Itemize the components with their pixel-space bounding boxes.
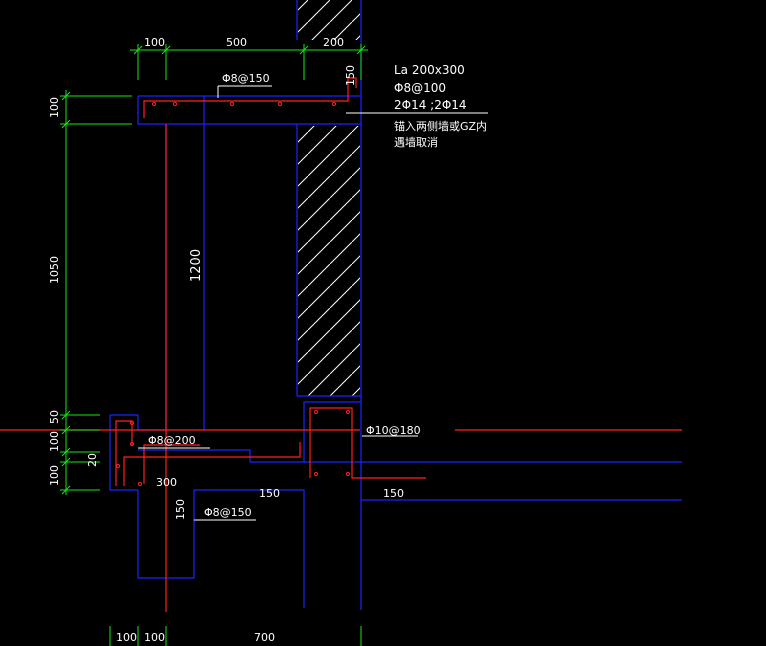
dim-bottom-100-a: 100 bbox=[116, 631, 137, 644]
note-line-3: 2Φ14 ;2Φ14 bbox=[394, 98, 467, 112]
dim-left-100-mid: 100 bbox=[48, 431, 61, 452]
concrete-outline bbox=[109, 0, 682, 610]
note-line-4: 锚入两侧墙或GZ内 bbox=[394, 119, 487, 133]
rebar-dots bbox=[115, 101, 351, 487]
dim-inner-1200: 1200 bbox=[189, 249, 204, 282]
dim-beam-300: 300 bbox=[156, 476, 177, 489]
note-line-1: La 200x300 bbox=[394, 63, 465, 77]
label-curb-rebar: Φ8@200 bbox=[148, 434, 196, 447]
dim-top-500: 500 bbox=[226, 36, 247, 49]
label-beam-stirrup: Φ8@150 bbox=[204, 506, 252, 519]
dim-left-100-top: 100 bbox=[48, 97, 61, 118]
dim-left-100-bot: 100 bbox=[48, 465, 61, 486]
note-line-2: Φ8@100 bbox=[394, 81, 446, 95]
dim-left-50: 50 bbox=[48, 410, 61, 424]
dimension-lines bbox=[60, 44, 368, 646]
beam-notes: La 200x300 Φ8@100 2Φ14 ;2Φ14 锚入两侧墙或GZ内 遇… bbox=[394, 63, 487, 149]
label-top-slab-rebar: Φ8@150 bbox=[222, 72, 270, 85]
rebar-label-texts: Φ8@150 Φ8@200 Φ8@150 Φ10@180 bbox=[148, 72, 421, 519]
dim-top-200: 200 bbox=[323, 36, 344, 49]
dim-col-150: 150 bbox=[383, 487, 404, 500]
dimension-texts: 100 500 200 150 100 1050 50 100 20 100 1… bbox=[48, 36, 404, 644]
dim-top-150: 150 bbox=[344, 65, 357, 86]
dim-slab-150: 150 bbox=[259, 487, 280, 500]
dim-top-100: 100 bbox=[144, 36, 165, 49]
note-line-5: 遇墙取消 bbox=[394, 135, 438, 149]
hatched-wall bbox=[298, 0, 360, 396]
dim-bottom-100-b: 100 bbox=[144, 631, 165, 644]
leader-lines bbox=[138, 85, 488, 521]
dim-bottom-700: 700 bbox=[254, 631, 275, 644]
rebar-lines bbox=[0, 77, 682, 612]
dim-left-1050: 1050 bbox=[48, 256, 61, 284]
dim-beam-150: 150 bbox=[174, 499, 187, 520]
dim-left-20: 20 bbox=[86, 453, 99, 467]
label-slab-rebar: Φ10@180 bbox=[366, 424, 421, 437]
